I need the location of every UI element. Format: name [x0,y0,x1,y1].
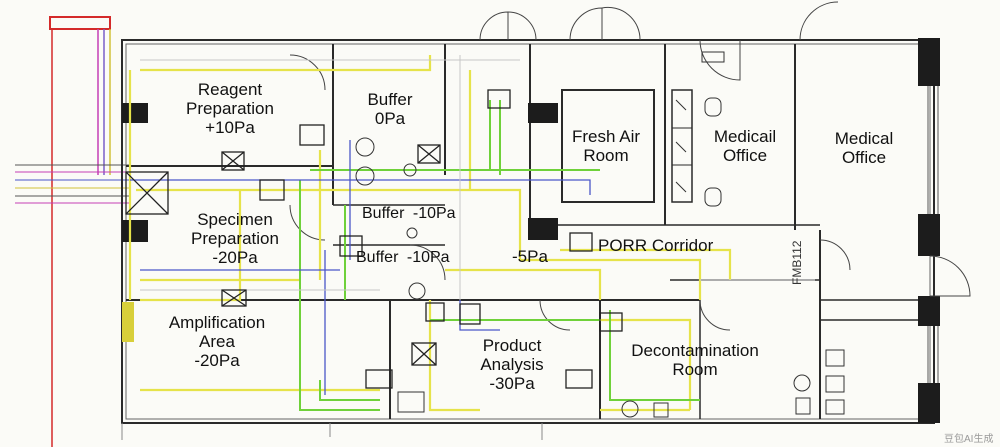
bottom-ticks [121,423,543,440]
columns [122,38,940,423]
reference-lines [140,55,815,300]
room-label-buffer-mid2: Buffer -10Pa [356,249,450,266]
exhaust-ducts [299,100,700,411]
supply-ducts [128,55,732,412]
room-label-buffer-mid1: Buffer -10Pa [362,205,456,222]
room-label-corridor: PORR Corridor [598,236,714,255]
room-label-corridor-pressure: -5Pa [512,247,548,266]
vertical-room-code: FMB112 [790,240,804,285]
watermark: 豆包AI生成 [944,434,994,445]
window-marks [927,86,939,383]
diffusers [125,89,623,389]
outdoor-air-intake [15,16,130,447]
fixtures [355,51,845,418]
